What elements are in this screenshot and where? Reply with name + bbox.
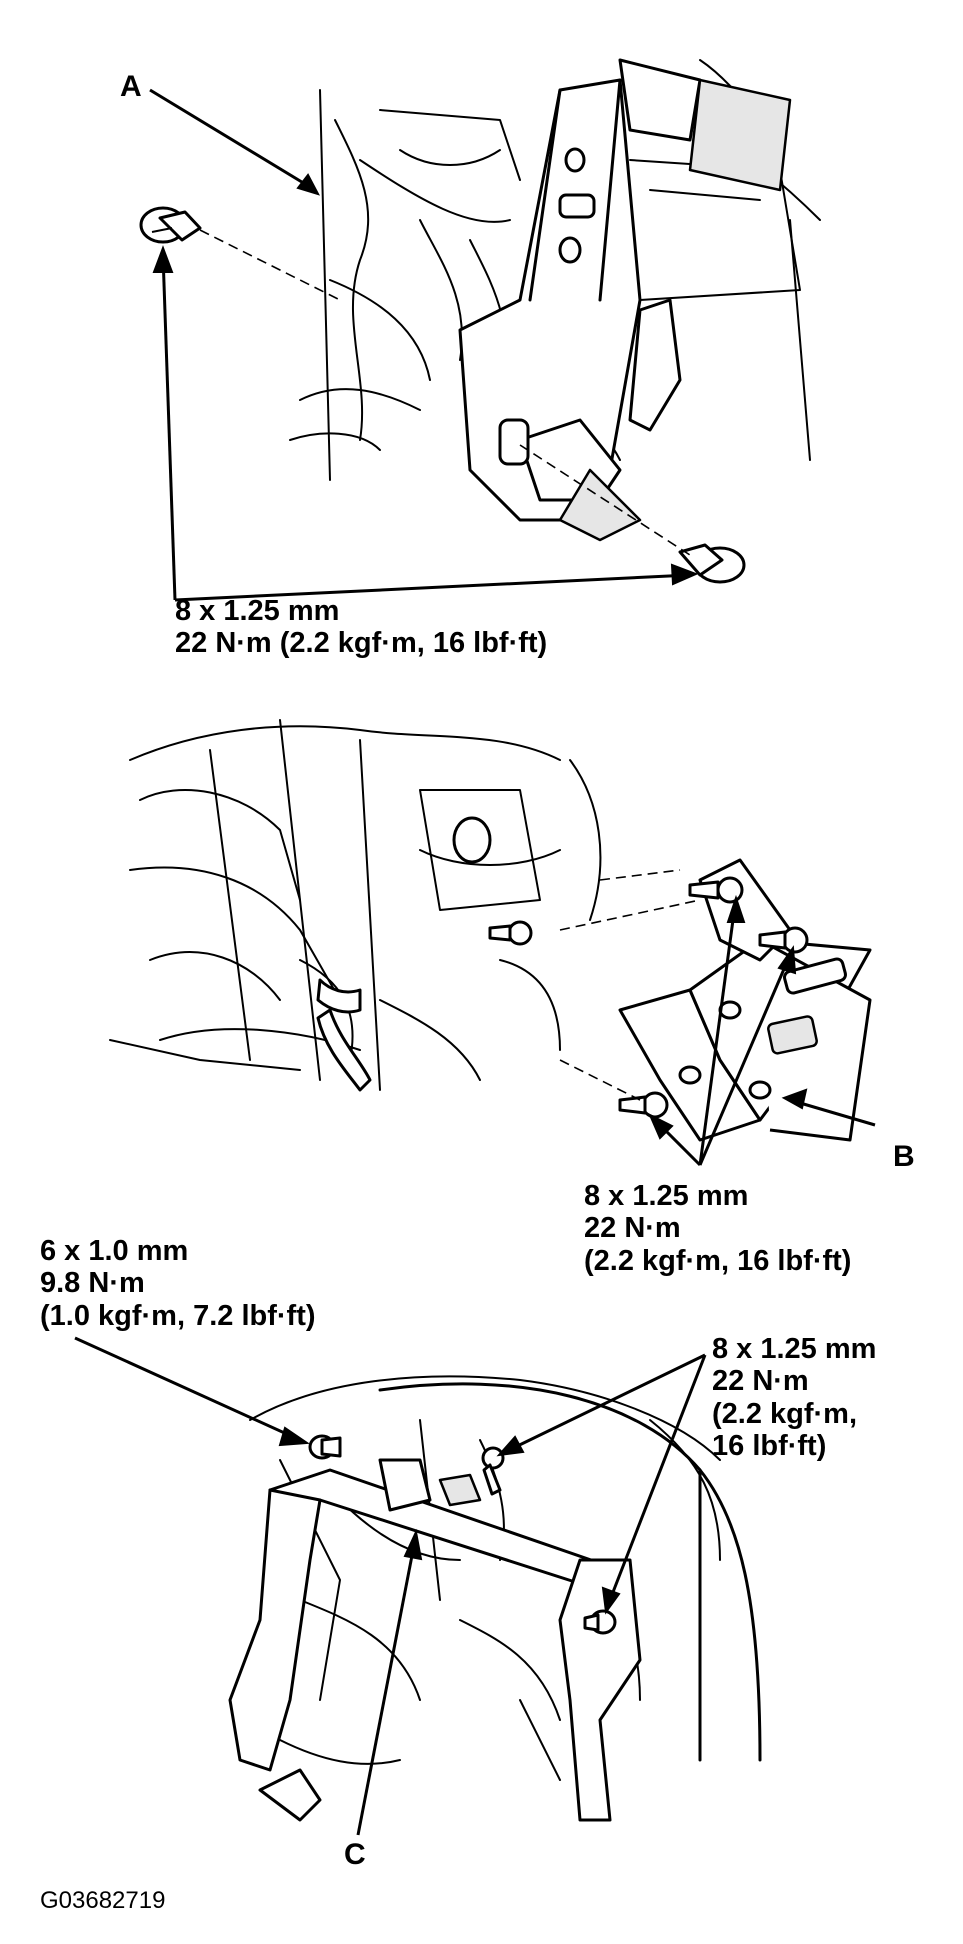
spec-small-bolt-size: 6 x 1.0 mm — [40, 1235, 189, 1267]
panel-bottom-assembly — [74, 1336, 762, 1836]
spec-small-bolt-torque-alt: (1.0 kgf·m, 7.2 lbf·ft) — [40, 1299, 316, 1332]
spec-top-bolt-torque: 22 N·m (2.2 kgf·m, 16 lbf·ft) — [175, 627, 548, 660]
spec-bottom-bolt-torque: 22 N·m — [712, 1365, 809, 1398]
panel-middle-assembly — [109, 719, 876, 1167]
figure-code: G03682719 — [40, 1887, 166, 1914]
label-c: C — [344, 1838, 366, 1871]
spec-bottom-bolt-torque-alt-1: (2.2 kgf·m, — [712, 1397, 858, 1430]
bolt-bottom-upper — [481, 1446, 505, 1496]
spec-top-bolt: 8 x 1.25 mm 22 N·m (2.2 kgf·m, 16 lbf·ft… — [175, 595, 547, 660]
bolt-middle-1 — [688, 876, 744, 904]
bolt-top-left — [139, 206, 202, 244]
arrow-to-top-left-bolt — [161, 254, 177, 601]
spec-top-bolt-size: 8 x 1.25 mm — [175, 595, 340, 627]
spec-bottom-small-bolt: 6 x 1.0 mm 9.8 N·m (1.0 kgf·m, 7.2 lbf·f… — [40, 1235, 316, 1332]
arrowhead-b — [781, 1088, 808, 1110]
bumper-outline — [378, 1382, 702, 1762]
arrowhead-top-right-bolt — [670, 563, 699, 586]
label-a: A — [120, 70, 142, 103]
leader-small-bolt — [74, 1336, 301, 1442]
spec-middle-bolt: 8 x 1.25 mm 22 N·m (2.2 kgf·m, 16 lbf·ft… — [584, 1180, 851, 1277]
spec-bottom-bolt: 8 x 1.25 mm 22 N·m (2.2 kgf·m, 16 lbf·ft… — [712, 1333, 876, 1463]
leader-a — [149, 88, 316, 192]
bolt-middle-4 — [488, 920, 533, 946]
leader-bolt-lower — [606, 1354, 707, 1606]
spec-bottom-bolt-torque-alt-2: 16 lbf·ft) — [712, 1430, 827, 1463]
label-b: B — [893, 1140, 915, 1173]
leader-bolt-upper — [504, 1353, 706, 1454]
spec-small-bolt-torque: 9.8 N·m — [40, 1267, 145, 1300]
arrow-to-top-right-bolt — [174, 573, 691, 602]
panel-top-assembly — [139, 58, 821, 602]
spec-middle-bolt-torque: 22 N·m — [584, 1212, 681, 1245]
arrowhead-top-left-bolt — [152, 245, 174, 273]
spec-middle-bolt-size: 8 x 1.25 mm — [584, 1180, 749, 1212]
bracket-c — [228, 1458, 642, 1822]
bolt-top-right — [678, 543, 746, 584]
bolt-bottom-lower — [583, 1609, 617, 1635]
bolt-middle-2 — [758, 926, 809, 954]
bracket-a — [458, 58, 792, 542]
engine-background-middle — [109, 719, 602, 1091]
spec-bottom-bolt-size: 8 x 1.25 mm — [712, 1333, 877, 1365]
bolt-bottom-small — [308, 1434, 342, 1460]
leader-b — [789, 1098, 876, 1127]
bolt-middle-3 — [618, 1091, 669, 1119]
spec-middle-bolt-torque-alt: (2.2 kgf·m, 16 lbf·ft) — [584, 1244, 852, 1277]
arrowhead-a — [296, 173, 320, 196]
leader-c — [356, 1539, 417, 1836]
